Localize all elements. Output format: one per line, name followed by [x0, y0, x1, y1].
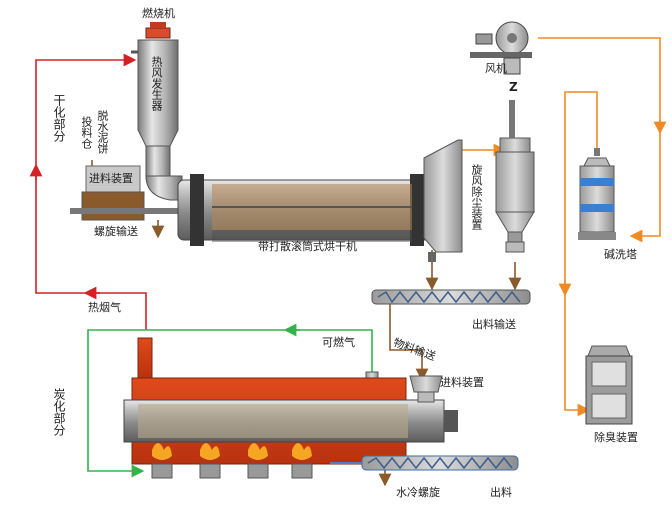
rotary-dryer — [177, 174, 449, 246]
scrubber-tower — [578, 148, 616, 240]
combustible-gas-line — [87, 323, 373, 478]
water-cooled-screw — [330, 455, 519, 471]
label-hot-air-generator: 热风发生器 — [150, 56, 163, 111]
cyclone-hood — [423, 139, 463, 262]
fan — [470, 21, 532, 75]
label-scrubber: 碱洗塔 — [604, 248, 637, 261]
feed-device-top — [70, 165, 180, 221]
label-fan: 风机 — [485, 62, 507, 75]
material-flow-line — [85, 160, 522, 487]
discharge-screw-conveyor — [371, 289, 531, 305]
label-feed-device-top: 进料装置 — [89, 172, 133, 185]
section-label-carbonization: 炭化部分 — [52, 388, 66, 436]
label-dewatered-sludge: 脱水泥饼 — [96, 110, 109, 154]
cyclone-separator — [495, 100, 535, 253]
carbonization-furnace — [123, 337, 458, 465]
label-feed-bin: 投料仓 — [80, 116, 93, 149]
furnace-burners — [151, 443, 313, 479]
label-feed-device-bottom: 进料装置 — [440, 376, 484, 389]
label-z-marker: Z — [509, 80, 518, 94]
deodorizer — [585, 345, 633, 425]
label-screw-conveyor: 螺旋输送 — [94, 225, 138, 238]
label-deodorizer: 除臭装置 — [594, 431, 638, 444]
label-hot-flue-gas: 热烟气 — [88, 301, 121, 314]
section-label-drying: 干化部分 — [52, 94, 66, 142]
hot-flue-gas-line — [29, 53, 147, 330]
label-dryer: 带打散滚筒式烘干机 — [258, 240, 357, 253]
label-discharge-conveyor: 出料输送 — [472, 318, 516, 331]
label-combustible-gas: 可燃气 — [322, 336, 355, 349]
label-water-cooled-screw: 水冷螺旋 — [396, 486, 440, 499]
exhaust-line — [462, 37, 667, 417]
label-burner: 燃烧机 — [142, 7, 175, 20]
label-cyclone: 旋风除尘装置 — [470, 164, 483, 230]
label-discharge: 出料 — [490, 486, 512, 499]
